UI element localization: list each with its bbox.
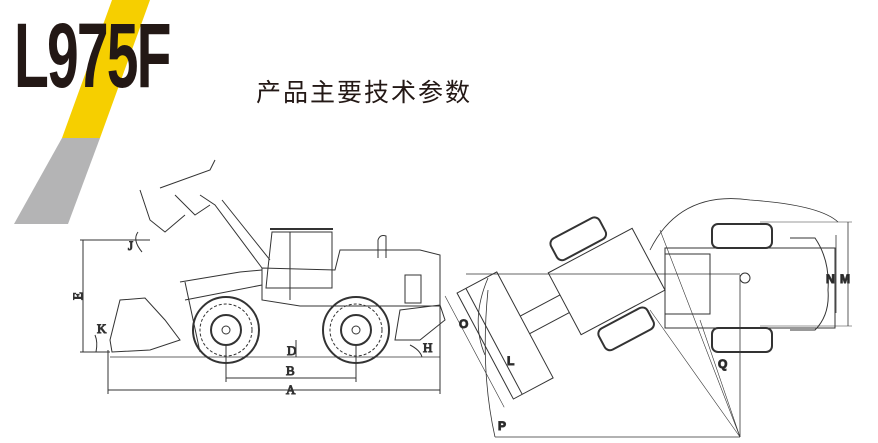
label-k: K (97, 321, 107, 336)
label-m: M (840, 272, 850, 286)
label-j: J (128, 238, 133, 253)
label-h: H (423, 340, 432, 355)
label-p: P (498, 419, 506, 433)
label-a: A (286, 382, 296, 397)
label-q: Q (718, 357, 727, 371)
gray-stripe (14, 138, 100, 224)
bucket-lowered (109, 297, 181, 353)
label-n: N (826, 272, 835, 286)
yellow-stripe (62, 0, 150, 138)
label-e: E (70, 292, 85, 300)
engine-body (261, 249, 441, 307)
model-title: L975F (14, 5, 171, 107)
label-b: B (286, 363, 295, 378)
front-frame (547, 227, 666, 336)
side-view-loader-drawing (80, 159, 446, 394)
rear-tire-top (711, 223, 773, 249)
page-subtitle: 产品主要技术参数 (256, 78, 473, 107)
front-tire-top (549, 216, 608, 262)
rear-frame (664, 247, 836, 329)
front-tire-bottom (597, 306, 655, 352)
bucket-top (456, 271, 554, 400)
label-d: D (287, 343, 296, 358)
rear-tire-bottom (711, 327, 773, 353)
label-o: O (459, 317, 468, 331)
cab (265, 231, 333, 289)
top-view-loader-drawing (444, 198, 852, 438)
label-l: L (507, 354, 514, 368)
